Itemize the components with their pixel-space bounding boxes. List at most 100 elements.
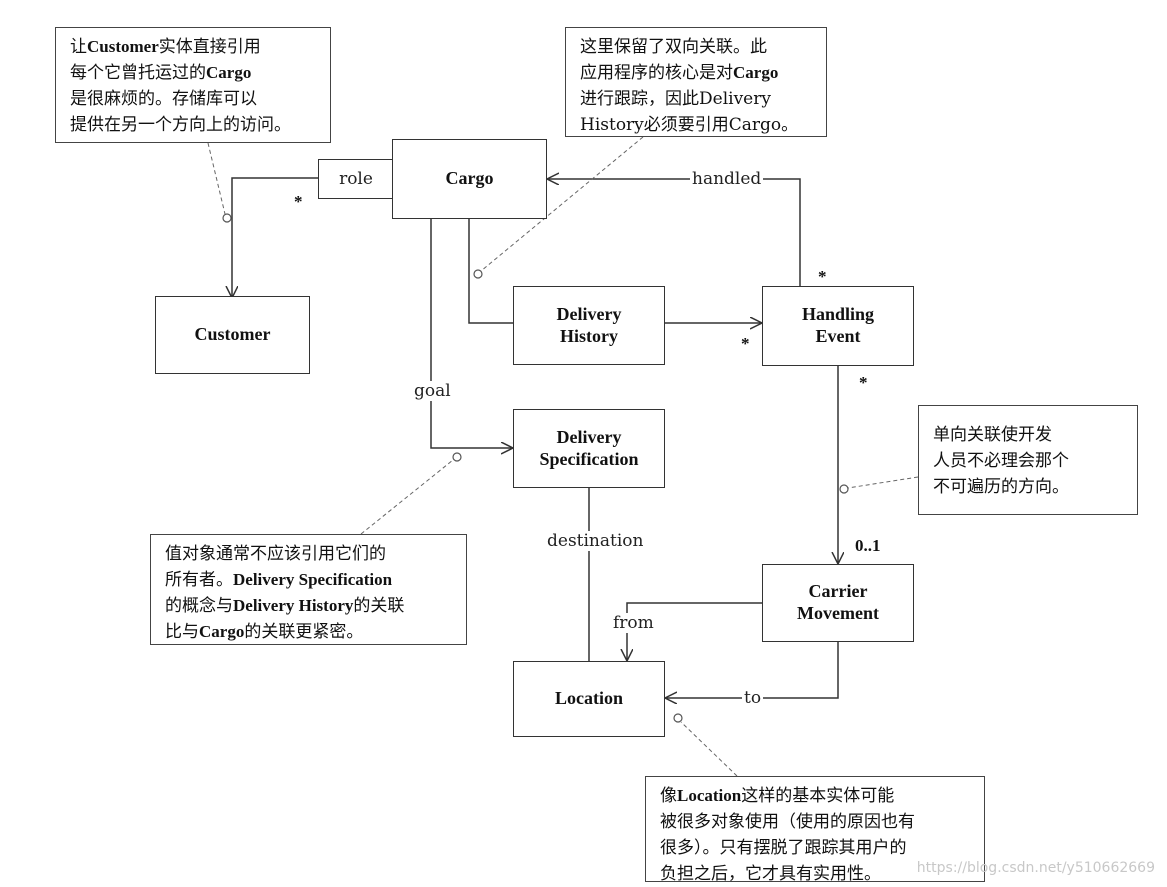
history-note-anchor-dot bbox=[473, 269, 483, 279]
note-text-run: 这里保留了双向关联。此 bbox=[580, 37, 767, 57]
note-text-run: Cargo bbox=[733, 63, 779, 82]
note-text-run: Delivery History bbox=[233, 596, 354, 615]
class-delivery-history-name-2: History bbox=[560, 325, 618, 346]
class-handling-event-name-2: Event bbox=[815, 326, 861, 346]
note-line: History必须要引用Cargo。 bbox=[580, 112, 812, 138]
from-association-line bbox=[627, 602, 762, 661]
class-handling-event[interactable]: Handling Event bbox=[762, 286, 914, 366]
handled-association-line bbox=[547, 179, 801, 287]
note-line: 这里保留了双向关联。此 bbox=[580, 34, 812, 60]
note-line: 应用程序的核心是对Cargo bbox=[580, 60, 812, 86]
note-text-run: 进行跟踪，因此Delivery bbox=[580, 89, 771, 109]
goal-label: goal bbox=[412, 381, 453, 401]
movement-zero-one-multiplicity: 0..1 bbox=[855, 536, 881, 555]
watermark: https://blog.csdn.net/y510662669 bbox=[916, 860, 1155, 876]
note-line: 单向关联使开发 bbox=[933, 422, 1123, 448]
note-line: 负担之后，它才具有实用性。 bbox=[660, 861, 970, 887]
note-text-run: 单向关联使开发 bbox=[933, 425, 1052, 445]
note-text-run: 的关联更紧密。 bbox=[244, 622, 364, 642]
customer-note-anchor bbox=[207, 142, 226, 215]
class-customer-name: Customer bbox=[194, 324, 271, 345]
note-line: 是很麻烦的。存储库可以 bbox=[70, 86, 316, 112]
handled-multiplicity: * bbox=[818, 267, 827, 286]
note-text-run: 被很多对象使用（使用的原因也有 bbox=[660, 812, 915, 832]
class-delivery-specification-name-2: Specification bbox=[539, 448, 639, 469]
note-line: 人员不必理会那个 bbox=[933, 448, 1123, 474]
handled-label: handled bbox=[690, 169, 764, 189]
note-line: 像Location这样的基本实体可能 bbox=[660, 783, 970, 809]
role-qualifier: role bbox=[318, 159, 394, 199]
note-line: 值对象通常不应该引用它们的 bbox=[165, 541, 452, 567]
note-text-run: Location bbox=[677, 786, 742, 805]
note-text-run: Cargo bbox=[206, 63, 252, 82]
note-text-run: 像 bbox=[660, 786, 677, 806]
note-text-run: 人员不必理会那个 bbox=[933, 451, 1069, 471]
class-customer[interactable]: Customer bbox=[155, 296, 310, 374]
class-handling-event-name-1: Handling bbox=[801, 304, 875, 325]
note-text-run: 值对象通常不应该引用它们的 bbox=[165, 544, 386, 564]
class-delivery-history[interactable]: Delivery History bbox=[513, 286, 665, 365]
class-location[interactable]: Location bbox=[513, 661, 665, 737]
to-association-line bbox=[665, 642, 839, 698]
note-line: 每个它曾托运过的Cargo bbox=[70, 60, 316, 86]
unidirectional-note-text: 单向关联使开发人员不必理会那个不可遍历的方向。 bbox=[933, 412, 1123, 500]
note-text-run: Cargo bbox=[199, 622, 245, 641]
class-carrier-movement-name-2: Movement bbox=[797, 603, 879, 623]
note-line: 提供在另一个方向上的访问。 bbox=[70, 112, 316, 138]
note-text-run: 的概念与 bbox=[165, 596, 233, 616]
customer-multiplicity: * bbox=[294, 192, 303, 211]
note-line: 不可遍历的方向。 bbox=[933, 474, 1123, 500]
note-text-run: Customer bbox=[87, 37, 159, 56]
class-location-name: Location bbox=[554, 688, 623, 709]
location-note-text: 像Location这样的基本实体可能被很多对象使用（使用的原因也有很多）。只有摆… bbox=[660, 783, 970, 887]
note-text-run: 所有者。 bbox=[165, 570, 233, 590]
note-text-run: Delivery Specification bbox=[233, 570, 393, 589]
class-delivery-specification[interactable]: Delivery Specification bbox=[513, 409, 665, 488]
note-text-run: 是很麻烦的。存储库可以 bbox=[70, 89, 257, 109]
note-line: 进行跟踪，因此Delivery bbox=[580, 86, 812, 112]
class-carrier-movement-name-1: Carrier bbox=[808, 581, 868, 602]
note-text-run: 的关联 bbox=[353, 596, 405, 616]
from-label: from bbox=[611, 613, 656, 633]
customer-note-anchor-dot bbox=[222, 213, 232, 223]
location-note: 像Location这样的基本实体可能被很多对象使用（使用的原因也有很多）。只有摆… bbox=[645, 776, 985, 884]
note-line: 的概念与Delivery History的关联 bbox=[165, 593, 452, 619]
note-text-run: 每个它曾托运过的 bbox=[70, 63, 206, 83]
destination-label: destination bbox=[545, 531, 646, 551]
note-text-run: History必须要引用Cargo。 bbox=[580, 115, 799, 135]
class-carrier-movement[interactable]: Carrier Movement bbox=[762, 564, 914, 642]
value-object-note-anchor bbox=[360, 459, 454, 535]
class-delivery-history-name-1: Delivery bbox=[556, 303, 622, 324]
note-text-run: 让 bbox=[70, 37, 87, 57]
goal-association-line bbox=[430, 219, 513, 448]
note-text-run: 提供在另一个方向上的访问。 bbox=[70, 115, 291, 135]
note-line: 让Customer实体直接引用 bbox=[70, 34, 316, 60]
cargo-history-line bbox=[468, 219, 513, 324]
location-note-anchor bbox=[680, 721, 738, 777]
note-text-run: 不可遍历的方向。 bbox=[933, 477, 1069, 497]
event-movement-multiplicity: * bbox=[859, 373, 868, 392]
class-cargo-name: Cargo bbox=[445, 168, 494, 189]
to-label: to bbox=[742, 688, 764, 708]
note-text-run: 比与 bbox=[165, 622, 199, 642]
class-delivery-specification-name-1: Delivery bbox=[556, 426, 622, 447]
note-text-run: 实体直接引用 bbox=[158, 37, 261, 57]
note-text-run: 应用程序的核心是对 bbox=[580, 63, 733, 83]
note-line: 被很多对象使用（使用的原因也有 bbox=[660, 809, 970, 835]
class-cargo[interactable]: Cargo bbox=[392, 139, 547, 219]
note-line: 比与Cargo的关联更紧密。 bbox=[165, 619, 452, 645]
history-note-anchor bbox=[480, 136, 644, 272]
note-text-run: 负担之后，它才具有实用性。 bbox=[660, 864, 881, 884]
history-event-multiplicity: * bbox=[741, 334, 750, 353]
note-text-run: 很多）。只有摆脱了跟踪其用户的 bbox=[660, 838, 907, 858]
value-object-note-anchor-dot bbox=[452, 452, 462, 462]
note-line: 所有者。Delivery Specification bbox=[165, 567, 452, 593]
note-line: 很多）。只有摆脱了跟踪其用户的 bbox=[660, 835, 970, 861]
